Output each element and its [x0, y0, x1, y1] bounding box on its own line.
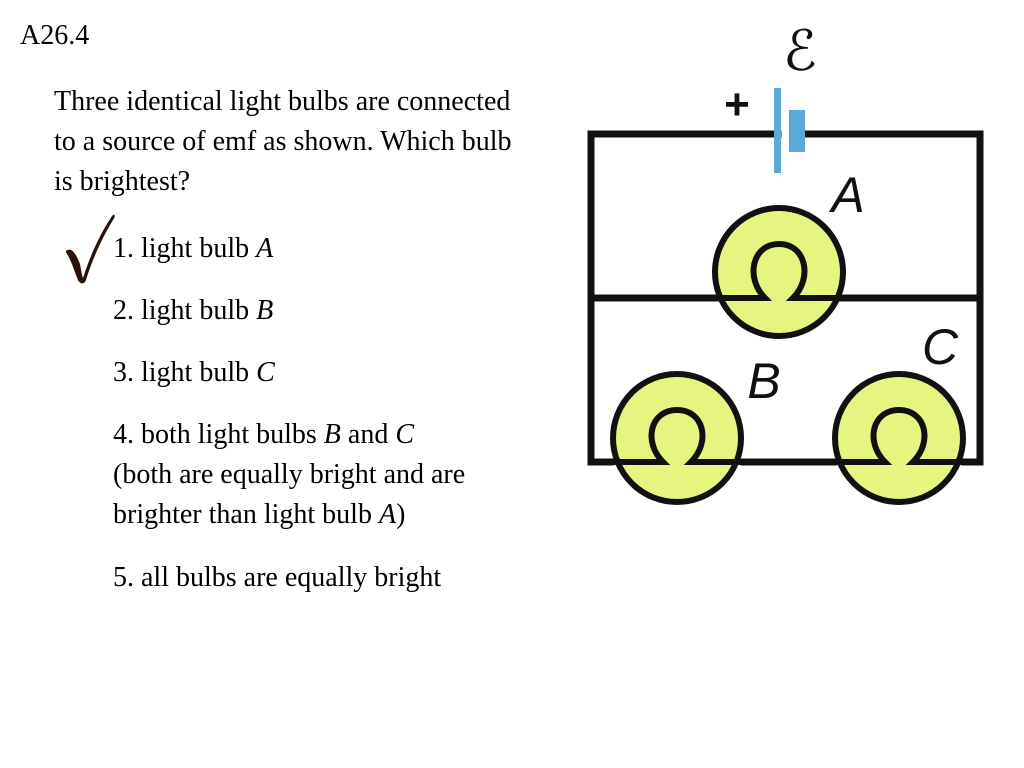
option-bulb-a: A: [378, 499, 397, 530]
option-bulb: C: [256, 357, 275, 388]
option-bulb-c: C: [395, 419, 415, 450]
bulb-a-filament: [715, 240, 843, 301]
battery-short-plate: [789, 110, 805, 152]
option-bulb: B: [256, 295, 274, 326]
bulb-a-glass: [712, 205, 846, 339]
battery-long-plate: [774, 88, 781, 173]
label-c: C: [922, 319, 959, 375]
option-3[interactable]: 3. light bulb C: [113, 353, 553, 393]
light-bulb-c: [832, 371, 966, 505]
checkmark-stroke: [65, 214, 115, 284]
plus-label: +: [724, 80, 750, 129]
option-line-2: (both are equally bright and are: [113, 459, 466, 490]
option-2[interactable]: 2. light bulb B: [113, 291, 553, 331]
slide-number: A26.4: [20, 20, 90, 51]
option-bulb: A: [256, 233, 274, 264]
option-line-3: brighter than light bulb A): [113, 495, 553, 535]
option-text: light bulb: [141, 233, 257, 264]
option-text: both light bulbs: [141, 419, 324, 450]
option-text: brighter than light bulb: [113, 499, 379, 530]
bulb-c-filament: [835, 406, 963, 465]
circuit-diagram: + ℰ A B C: [587, 19, 984, 505]
option-line-1: 4. both light bulbs B and C: [113, 415, 553, 455]
option-number: 4.: [113, 419, 134, 450]
light-bulb-b: [610, 371, 744, 505]
option-bulb-b: B: [323, 419, 341, 450]
option-text-close: ): [396, 499, 406, 530]
emf-label: ℰ: [783, 19, 817, 82]
question-text: Three identical light bulbs are connecte…: [54, 86, 512, 197]
option-4[interactable]: 4. both light bulbs B and C (both are eq…: [113, 415, 553, 535]
option-text: light bulb: [141, 295, 257, 326]
option-5[interactable]: 5. all bulbs are equally bright: [113, 558, 553, 598]
checkmark-icon: [65, 214, 115, 284]
option-text: all bulbs are equally bright: [141, 562, 442, 593]
label-a: A: [828, 167, 864, 223]
option-1[interactable]: 1. light bulb A: [113, 229, 553, 269]
label-b: B: [747, 353, 780, 409]
bulb-c-glass: [832, 371, 966, 505]
bulb-b-glass: [610, 371, 744, 505]
light-bulb-a: [712, 205, 846, 339]
option-text-and: and: [340, 419, 396, 450]
option-text: light bulb: [141, 357, 257, 388]
option-number: 3.: [113, 357, 134, 388]
option-number: 1.: [113, 233, 134, 264]
bulb-b-filament: [613, 406, 741, 465]
battery-icon: [774, 88, 805, 173]
option-number: 5.: [113, 562, 134, 593]
option-number: 2.: [113, 295, 134, 326]
